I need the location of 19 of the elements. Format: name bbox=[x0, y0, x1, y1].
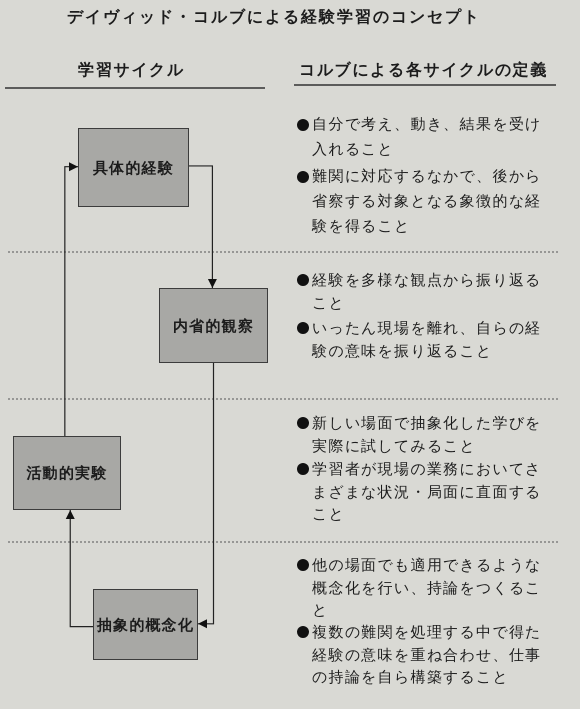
stage-box: 内省的観察 bbox=[159, 288, 268, 363]
column-heading: 学習サイクル bbox=[78, 59, 185, 81]
arrow bbox=[198, 363, 214, 628]
title: デイヴィッド・コルブによる経験学習のコンセプト bbox=[67, 6, 481, 28]
arrow bbox=[66, 510, 93, 628]
arrow bbox=[64, 162, 78, 436]
column-heading: コルブによる各サイクルの定義 bbox=[299, 59, 548, 81]
definition-text: 難関に対応するなかで、後から省察する対象となる象徴的な経験を得ること bbox=[312, 166, 543, 237]
definition-text: 自分で考え、動き、結果を受け入れること bbox=[312, 114, 543, 160]
definition-text: 学習者が現場の業務においてさまざまな状況・局面に直面すること bbox=[312, 459, 543, 525]
definition-text: 新しい場面で抽象化した学びを実際に試してみること bbox=[312, 413, 543, 456]
arrow bbox=[189, 165, 217, 288]
stage-box: 活動的実験 bbox=[13, 436, 121, 510]
definition-text: 経験を多様な観点から振り返ること bbox=[312, 270, 543, 314]
stage-box: 抽象的概念化 bbox=[93, 589, 198, 660]
definition-text: 他の場面でも適用できるような概念化を行い、持論をつくること bbox=[312, 555, 543, 621]
definition-text: 複数の難関を処理する中で得た経験の意味を重ね合わせ、仕事の持論を自ら構築すること bbox=[312, 622, 543, 688]
stage-box: 具体的経験 bbox=[78, 128, 189, 207]
definition-text: いったん現場を離れ、自らの経験の意味を振り返ること bbox=[312, 318, 543, 362]
